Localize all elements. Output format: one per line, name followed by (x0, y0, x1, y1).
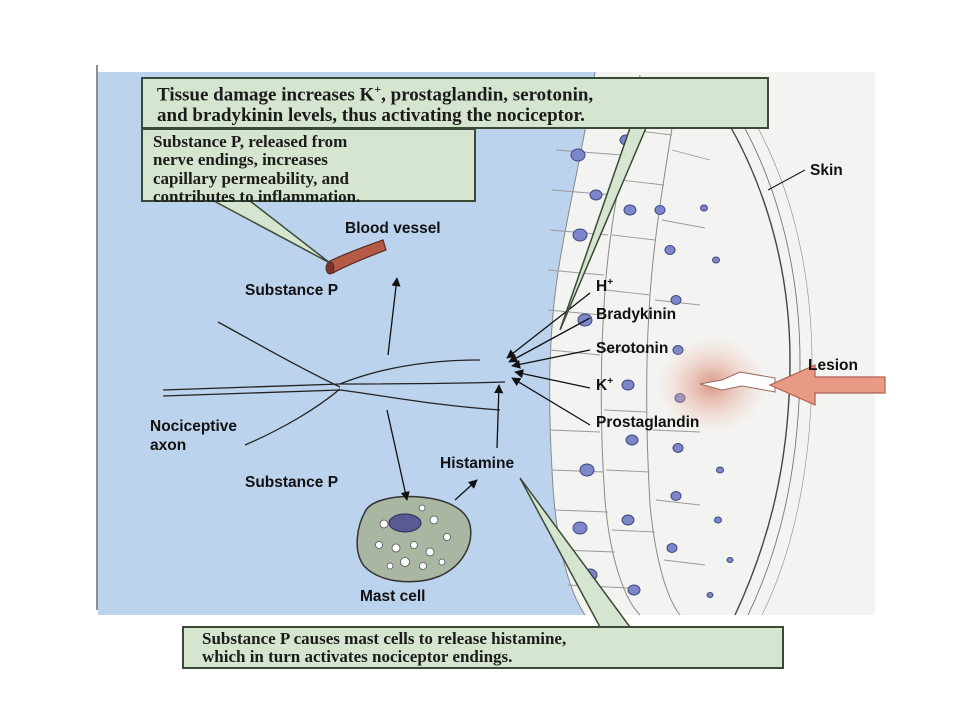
tissue-damage-callout: Tissue damage increases K+, prostaglandi… (141, 77, 769, 129)
label-bradykinin: Bradykinin (596, 306, 677, 323)
label-lesion: Lesion (808, 357, 858, 374)
substance-p-line-3: capillary permeability, and (153, 168, 349, 188)
substance-p-line-4: contributes to inflammation. (153, 187, 361, 207)
mast-cell-nucleus (388, 513, 422, 533)
tissue-damage-line-2: and bradykinin levels, thus activating t… (157, 104, 585, 126)
mast-cell-callout-line-2: which in turn activates nociceptor endin… (202, 647, 513, 667)
label-substance-p-upper: Substance P (245, 282, 339, 299)
lesion-cut (699, 371, 776, 393)
mediator-arrows (386, 277, 591, 501)
label-histamine: Histamine (440, 455, 515, 472)
label-nociceptive-axon-1: Nociceptive (150, 418, 238, 435)
label-h-plus: H+ (596, 277, 614, 296)
label-substance-p-lower: Substance P (245, 474, 339, 491)
nociceptive-axon (162, 321, 506, 446)
substance-p-line-2: nerve endings, increases (153, 150, 328, 170)
skin-pointer (767, 169, 806, 191)
tissue-region (98, 72, 595, 615)
label-mast-cell: Mast cell (360, 588, 426, 605)
mast-cell-granules (375, 504, 451, 570)
label-skin: Skin (810, 162, 843, 179)
lesion-arrow (768, 364, 886, 406)
tissue-damage-line-1: Tissue damage increases K+, prostaglandi… (157, 82, 594, 106)
label-nociceptive-axon-2: axon (150, 437, 187, 454)
substance-p-release-callout: Substance P, released from nerve endings… (141, 128, 476, 206)
mast-cell-histamine-callout: Substance P causes mast cells to release… (182, 626, 784, 669)
mast-cell-callout-line-1: Substance P causes mast cells to release… (202, 629, 567, 648)
blood-vessel (327, 239, 387, 274)
substance-p-line-1: Substance P, released from (153, 132, 348, 151)
label-blood-vessel: Blood vessel (345, 220, 441, 237)
label-prostaglandin: Prostaglandin (596, 414, 700, 431)
label-serotonin: Serotonin (596, 340, 669, 357)
skin-surface (699, 79, 791, 616)
label-k-plus: K+ (596, 376, 614, 395)
